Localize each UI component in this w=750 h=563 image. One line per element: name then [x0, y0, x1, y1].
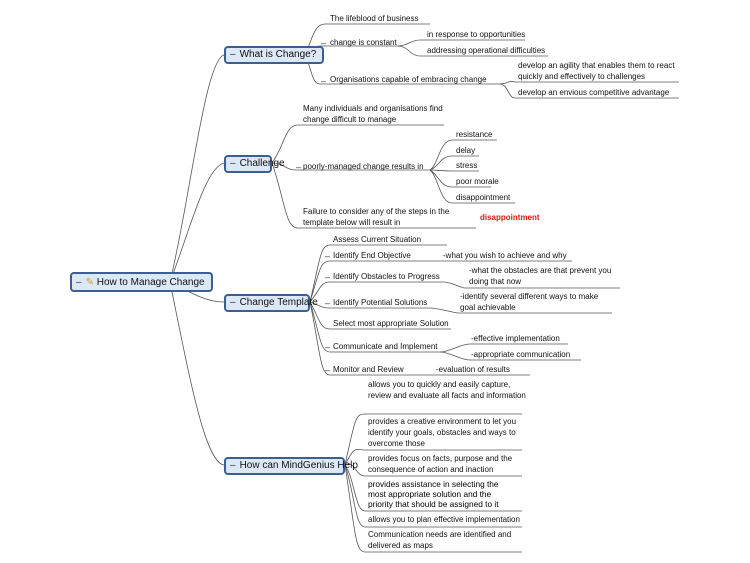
topic-assistance[interactable]: provides assistance in selecting the mos… [368, 479, 499, 509]
topic-poorly-managed[interactable]: poorly-managed change results in [303, 162, 424, 171]
topic-creative[interactable]: provides a creative environment to let y… [368, 417, 517, 448]
topic-agility[interactable]: develop an agility that enables them to … [518, 61, 675, 81]
topic-stress[interactable]: stress [456, 161, 478, 170]
topic-resistance[interactable]: resistance [456, 130, 493, 139]
topic-failure-result[interactable]: disappointment [480, 213, 540, 222]
note-appropriate-communication[interactable]: -appropriate communication [471, 350, 571, 359]
topic-obstacles[interactable]: Identify Obstacles to Progress [333, 272, 440, 281]
note-effective-implementation[interactable]: -effective implementation [471, 334, 560, 343]
topic-capture[interactable]: allows you to quickly and easily capture… [368, 380, 526, 400]
branch-what-is-change[interactable]: –What is Change? [224, 46, 325, 64]
topic-monitor[interactable]: Monitor and Review [333, 365, 404, 374]
topic-focus[interactable]: provides focus on facts, purpose and the… [368, 454, 513, 474]
central-label: How to Manage Change [96, 277, 205, 288]
note-obstacles[interactable]: -what the obstacles are that prevent you… [469, 266, 612, 286]
note-monitor[interactable]: -evaluation of results [436, 365, 510, 374]
topic-lifeblood[interactable]: The lifeblood of business [330, 14, 419, 23]
topic-operational[interactable]: addressing operational difficulties [427, 46, 546, 55]
topic-failure[interactable]: Failure to consider any of the steps in … [303, 207, 450, 227]
note-solutions[interactable]: -identify several different ways to make… [460, 292, 599, 312]
topic-communication-maps[interactable]: Communication needs are identified and d… [368, 530, 512, 550]
note-end-objective[interactable]: -what you wish to achieve and why [443, 251, 567, 260]
topic-poor-morale[interactable]: poor morale [456, 177, 499, 186]
topic-end-objective[interactable]: Identify End Objective [333, 251, 411, 260]
topic-change-constant[interactable]: change is constant [330, 38, 397, 47]
branch-mindgenius-help[interactable]: –How can MindGenius Help [224, 457, 358, 475]
topic-plan[interactable]: allows you to plan effective implementat… [368, 515, 520, 524]
topic-embracing[interactable]: Organisations capable of embracing chang… [330, 75, 487, 84]
connector-central-what [169, 54, 225, 283]
topic-competitive[interactable]: develop an envious competitive advantage [518, 88, 670, 97]
branch-change-template[interactable]: –Change Template [224, 294, 318, 312]
central-node[interactable]: –✎ How to Manage Change [70, 272, 213, 292]
topic-delay[interactable]: delay [456, 146, 476, 155]
connector-central-challenge [169, 162, 225, 283]
topic-communicate[interactable]: Communicate and Implement [333, 342, 438, 351]
connector-central-mindgenius [169, 281, 225, 466]
topic-disappointment[interactable]: disappointment [456, 193, 511, 202]
topic-in-response[interactable]: in response to opportunities [427, 30, 526, 39]
topic-assess[interactable]: Assess Current Situation [333, 235, 422, 244]
topic-difficult[interactable]: Many individuals and organisations find … [303, 104, 443, 124]
branch-challenge[interactable]: –Challenge [224, 155, 285, 173]
pencil-icon: ✎ [85, 277, 94, 288]
collapse-toggle[interactable]: – [76, 277, 82, 288]
topic-select[interactable]: Select most appropriate Solution [333, 319, 449, 328]
topic-solutions[interactable]: Identify Potential Solutions [333, 298, 428, 307]
